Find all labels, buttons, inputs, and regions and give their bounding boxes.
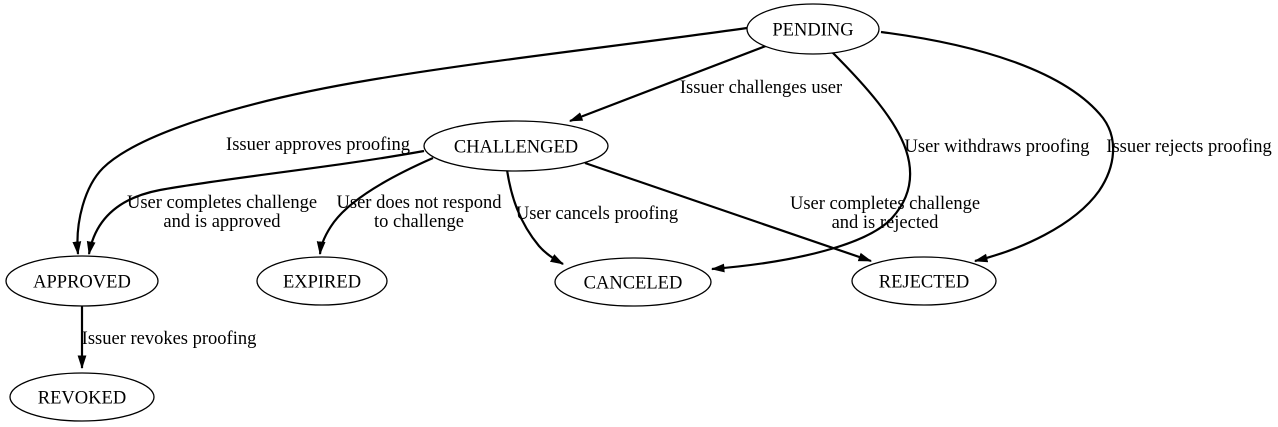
edge-label-approved-revoked: Issuer revokes proofing	[82, 329, 257, 349]
node-ellipse-challenged	[423, 120, 609, 172]
node-ellipse-pending	[746, 3, 880, 55]
node-label-canceled: CANCELED	[584, 274, 683, 294]
edge-challenged-approved	[86, 149, 425, 256]
edge-label-pending-challenged: Issuer challenges user	[680, 78, 842, 98]
edge-label-challenged-expired: User does not respond	[337, 193, 503, 213]
node-ellipse-revoked	[9, 372, 155, 422]
edge-label-challenged-rejected-line2: and is rejected	[832, 213, 940, 233]
node-challenged: CHALLENGED	[423, 120, 609, 172]
edge-label-challenged-approved: User completes challenge	[127, 193, 317, 213]
edge-label-pending-approved: Issuer approves proofing	[226, 135, 410, 155]
edge-label-pending-canceled: User withdraws proofing	[905, 137, 1090, 157]
edge-label-challenged-canceled: User cancels proofing	[516, 204, 678, 224]
node-label-revoked: REVOKED	[38, 389, 126, 409]
node-approved: APPROVED	[5, 255, 159, 307]
node-canceled: CANCELED	[554, 257, 712, 307]
edge-pending-canceled	[710, 51, 912, 273]
edge-pending-challenged	[568, 42, 772, 123]
node-label-challenged: CHALLENGED	[454, 138, 578, 158]
edge-label-pending-rejected: Issuer rejects proofing	[1106, 137, 1271, 157]
node-label-expired: EXPIRED	[283, 273, 361, 293]
node-label-approved: APPROVED	[33, 273, 131, 293]
edge-label-challenged-approved-line2: and is approved	[163, 212, 281, 232]
node-ellipse-approved	[5, 255, 159, 307]
edge-label-challenged-expired-line2: to challenge	[374, 212, 464, 232]
edge-challenged-canceled	[505, 169, 564, 265]
node-ellipse-expired	[256, 256, 388, 306]
edge-pending-approved	[72, 26, 748, 256]
node-revoked: REVOKED	[9, 372, 155, 422]
node-expired: EXPIRED	[256, 256, 388, 306]
node-label-pending: PENDING	[772, 21, 853, 41]
edge-challenged-rejected	[584, 161, 873, 263]
edge-challenged-expired	[316, 156, 434, 256]
edge-pending-rejected	[880, 30, 1115, 263]
node-ellipse-canceled	[554, 257, 712, 307]
node-rejected: REJECTED	[851, 256, 997, 306]
node-pending: PENDING	[746, 3, 880, 55]
node-ellipse-rejected	[851, 256, 997, 306]
node-label-rejected: REJECTED	[879, 273, 969, 293]
edge-label-challenged-rejected: User completes challenge	[790, 194, 980, 214]
